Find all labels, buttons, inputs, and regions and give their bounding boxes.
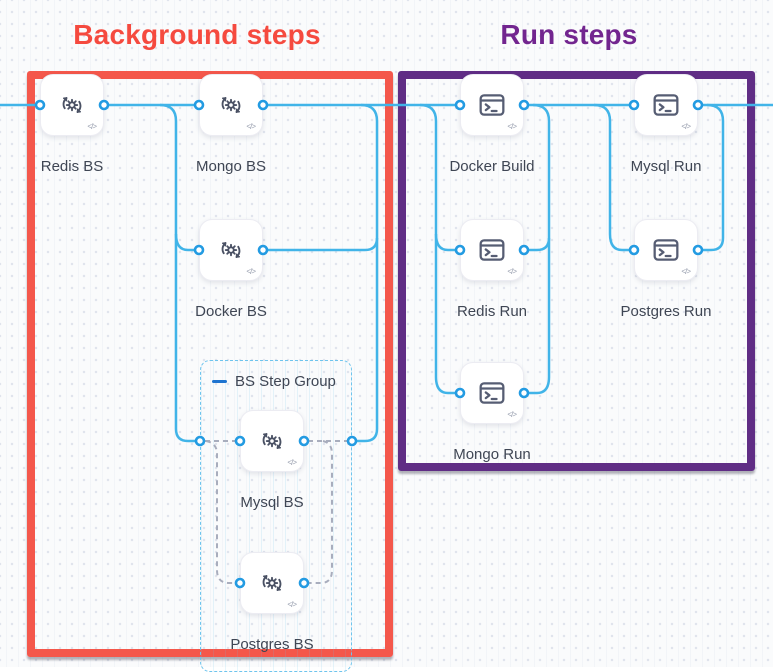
node-mongo-bs[interactable]: </> Mongo BS xyxy=(196,74,266,175)
step-label: Mysql BS xyxy=(240,494,304,511)
node-mysql-run[interactable]: </> Mysql Run xyxy=(631,74,701,175)
code-icon: </> xyxy=(507,122,517,131)
step-card[interactable]: </> xyxy=(240,552,304,614)
terminal-icon xyxy=(653,94,679,116)
step-card[interactable]: </> xyxy=(634,219,698,281)
node-redis-run[interactable]: </> Redis Run xyxy=(457,219,527,320)
run-steps-frame xyxy=(398,71,755,471)
code-icon: </> xyxy=(507,410,517,419)
code-icon: </> xyxy=(287,600,297,609)
node-mysql-bs[interactable]: </> Mysql BS xyxy=(240,410,304,511)
terminal-icon xyxy=(479,94,505,116)
code-icon: </> xyxy=(287,458,297,467)
node-redis-bs[interactable]: </> Redis BS xyxy=(40,74,104,175)
step-label: Redis BS xyxy=(40,158,104,175)
step-label: Redis Run xyxy=(456,303,528,320)
step-label: Postgres Run xyxy=(620,303,712,320)
node-postgres-bs[interactable]: </> Postgres BS xyxy=(230,552,314,653)
step-card[interactable]: </> xyxy=(199,74,263,136)
terminal-icon xyxy=(653,239,679,261)
bs-step-group[interactable]: BS Step Group xyxy=(200,360,352,672)
code-icon: </> xyxy=(246,267,256,276)
code-icon: </> xyxy=(507,267,517,276)
step-card[interactable]: </> xyxy=(460,74,524,136)
code-icon: </> xyxy=(246,122,256,131)
background-steps-title: Background steps xyxy=(73,19,321,50)
terminal-icon xyxy=(479,382,505,404)
step-card[interactable]: </> xyxy=(40,74,104,136)
node-postgres-run[interactable]: </> Postgres Run xyxy=(621,219,711,320)
code-icon: </> xyxy=(681,122,691,131)
step-group-header[interactable]: BS Step Group xyxy=(212,373,351,390)
node-docker-build[interactable]: </> Docker Build xyxy=(449,74,535,175)
collapse-group-icon[interactable] xyxy=(212,380,227,383)
code-icon: </> xyxy=(87,122,97,131)
code-icon: </> xyxy=(681,267,691,276)
background-service-icon xyxy=(262,575,282,591)
background-service-icon xyxy=(221,242,241,258)
node-mongo-run[interactable]: </> Mongo Run xyxy=(453,362,531,463)
step-label: Docker Build xyxy=(449,158,535,175)
step-label: Mongo Run xyxy=(453,446,531,463)
background-service-icon xyxy=(221,97,241,113)
step-card[interactable]: </> xyxy=(199,219,263,281)
step-label: Docker BS xyxy=(195,303,267,320)
terminal-icon xyxy=(479,239,505,261)
step-card[interactable]: </> xyxy=(460,219,524,281)
step-label: Postgres BS xyxy=(230,636,314,653)
step-label: Mongo BS xyxy=(195,158,267,175)
run-steps-title: Run steps xyxy=(500,19,638,50)
step-label: Mysql Run xyxy=(630,158,702,175)
step-card[interactable]: </> xyxy=(634,74,698,136)
background-service-icon xyxy=(62,97,82,113)
background-service-icon xyxy=(262,433,282,449)
step-group-label: BS Step Group xyxy=(235,373,336,390)
node-docker-bs[interactable]: </> Docker BS xyxy=(195,219,267,320)
step-card[interactable]: </> xyxy=(460,362,524,424)
step-card[interactable]: </> xyxy=(240,410,304,472)
